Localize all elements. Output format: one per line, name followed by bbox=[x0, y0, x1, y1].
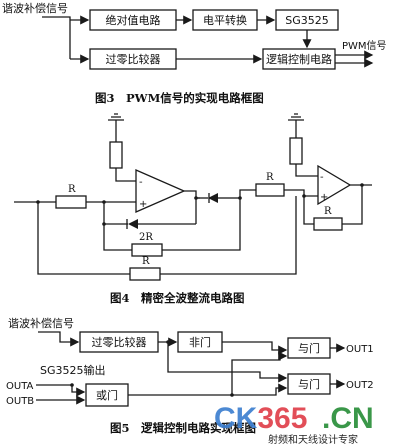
fig5-not-label: 非门 bbox=[189, 335, 211, 349]
fig4-resistor-input-label: R bbox=[68, 184, 76, 195]
fig5-input-label: 谐波补偿信号 bbox=[8, 316, 74, 330]
fig4-resistor-mid bbox=[255, 183, 285, 197]
fig5-zero-label: 过零比较器 bbox=[92, 335, 147, 349]
fig3-caption: 图3 PWM信号的实现电路框图 bbox=[95, 91, 264, 105]
ground-symbol-right bbox=[288, 113, 304, 128]
fig3-logic-block bbox=[262, 48, 336, 70]
fig5-caption: 图5 逻辑控制电路实现框图 bbox=[110, 421, 256, 435]
fig5-wire-or-and2 bbox=[232, 383, 288, 396]
fig4-resistor-feedback-2-label: R bbox=[324, 206, 332, 217]
fig3-output-label: PWM信号 bbox=[342, 40, 387, 52]
fig5-sg-label: SG3525输出 bbox=[40, 363, 106, 377]
fig5-outa-label: OUTA bbox=[6, 381, 34, 392]
fig4-opamp1-plus: + bbox=[139, 199, 147, 210]
watermark-logo-tld: .CN bbox=[322, 402, 374, 435]
watermark-slogan: 射频和天线设计专家 bbox=[268, 433, 358, 445]
fig4-resistor-2r bbox=[131, 243, 163, 257]
fig3-input-wire bbox=[42, 16, 71, 59]
fig5-out2-label: OUT2 bbox=[346, 380, 374, 391]
fig4-opamp2-minus: - bbox=[320, 172, 324, 183]
fig5-outa-wire bbox=[36, 384, 86, 397]
fig3-sg-label: SG3525 bbox=[285, 14, 329, 27]
fig4-diode-feedback bbox=[124, 219, 196, 229]
ck365-watermark-logo: CK365 .CN 射频和天线设计专家 bbox=[214, 402, 374, 445]
figure-4-precision-rectifier: - + - + R R bbox=[14, 113, 372, 305]
fig4-resistor-feedback-2 bbox=[313, 217, 343, 231]
fig4-opamp-2 bbox=[317, 164, 352, 206]
fig5-and1-label: 与门 bbox=[298, 341, 320, 355]
fig4-caption: 图4 精密全波整流电路图 bbox=[110, 291, 245, 305]
fig5-input-wire bbox=[38, 331, 80, 347]
figure-3-pwm-block-diagram: 谐波补偿信号 绝对值电路 电平转换 SG3525 过零比较器 逻辑控制电路 PW… bbox=[2, 1, 387, 105]
fig4-resistor-mid-label: R bbox=[266, 172, 274, 183]
fig5-and2-label: 与门 bbox=[298, 377, 320, 391]
fig4-diode-series bbox=[196, 193, 232, 203]
fig4-opamp1-minus: - bbox=[139, 177, 143, 188]
fig5-or-label: 或门 bbox=[96, 388, 118, 402]
fig5-outb-label: OUTB bbox=[6, 396, 34, 407]
figure-5-logic-control-block-diagram: 谐波补偿信号 过零比较器 非门 与门 OUT1 与门 OUT2 SG3525输出… bbox=[6, 316, 374, 435]
fig3-abs-label: 绝对值电路 bbox=[106, 13, 161, 27]
ground-symbol-left bbox=[108, 113, 124, 128]
fig5-wire-zero-and2 bbox=[167, 342, 288, 383]
fig4-resistor-ground-right bbox=[289, 137, 303, 165]
fig3-input-label: 谐波补偿信号 bbox=[2, 1, 68, 15]
fig5-wire-or-and1 bbox=[128, 351, 288, 396]
fig3-logic-label: 逻辑控制电路 bbox=[266, 52, 332, 66]
fig3-zero-label: 过零比较器 bbox=[106, 52, 161, 66]
fig4-opamp-1 bbox=[135, 169, 186, 213]
fig4-resistor-ground-left bbox=[109, 141, 123, 169]
fig4-resistor-2r-label: 2R bbox=[139, 232, 153, 243]
fig4-resistor-bottom-label: R bbox=[142, 256, 150, 267]
fig4-resistor-bottom bbox=[129, 267, 161, 281]
watermark-logo-ck365: CK365 bbox=[214, 402, 307, 435]
fig3-level-label: 电平转换 bbox=[203, 13, 247, 27]
fig5-wire-not-and1 bbox=[222, 341, 288, 355]
fig5-out1-label: OUT1 bbox=[346, 344, 374, 355]
fig4-opamp2-plus: + bbox=[320, 192, 328, 203]
fig4-resistor-input bbox=[55, 195, 87, 209]
